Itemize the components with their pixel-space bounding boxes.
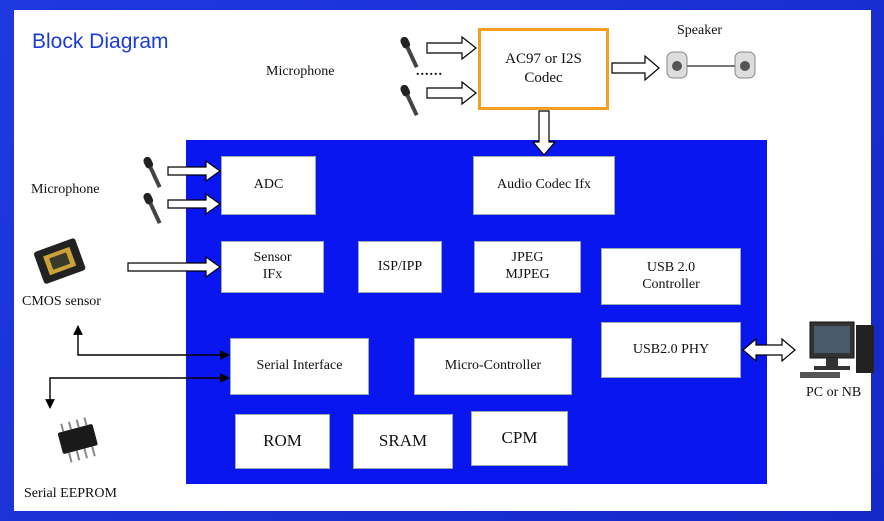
- cpm-block: CPM: [471, 411, 568, 466]
- microphone-icon: [143, 192, 162, 225]
- microphone-left-label: Microphone: [31, 182, 100, 197]
- codec-box: AC97 or I2S Codec: [478, 28, 609, 110]
- isp-ipp-label: ISP/IPP: [377, 258, 423, 274]
- diagram-title: Block Diagram: [32, 30, 169, 53]
- usb-controller-block: USB 2.0 Controller: [601, 248, 741, 305]
- sensor-ifx-block: Sensor IFx: [221, 241, 324, 293]
- mic-to-adc-arrow-1: [167, 159, 222, 183]
- rom-block: ROM: [235, 414, 330, 469]
- adc-block: ADC: [221, 156, 316, 215]
- audio-codec-ifx-label: Audio Codec Ifx: [496, 177, 592, 193]
- micro-controller-label: Micro-Controller: [444, 358, 542, 374]
- usb-phy-label: USB2.0 PHY: [632, 341, 710, 357]
- sensor-ifx-label-2: IFx: [262, 267, 283, 282]
- usb-phy-to-pc-arrow: [742, 337, 796, 363]
- mic-to-codec-arrow-2: [426, 80, 477, 106]
- mic-to-adc-arrow-2: [167, 192, 222, 216]
- sram-label: SRAM: [378, 431, 428, 451]
- jpeg-label-1: JPEG: [511, 250, 544, 266]
- cpm-label: CPM: [501, 428, 538, 448]
- usb-controller-label-1: USB 2.0: [646, 259, 696, 275]
- usb-phy-block: USB2.0 PHY: [601, 322, 741, 378]
- cmos-sensor-label: CMOS sensor: [22, 294, 101, 309]
- usb-controller-label-2: Controller: [642, 276, 700, 292]
- cmos-sensor-icon: [34, 238, 86, 284]
- speaker-label: Speaker: [677, 23, 723, 38]
- microphone-icon: [400, 84, 419, 117]
- isp-ipp-block: ISP/IPP: [358, 241, 442, 293]
- serial-interface-label: Serial Interface: [256, 358, 343, 374]
- mic-to-codec-arrow-1: [426, 35, 477, 61]
- microphone-top-label: Microphone: [266, 64, 335, 79]
- pc-computer-icon: [800, 321, 874, 378]
- eeprom-chip-icon: [57, 417, 98, 463]
- jpeg-label-2: MJPEG: [505, 267, 550, 282]
- sensor-ifx-label-1: Sensor: [253, 250, 292, 266]
- audio-codec-ifx-block: Audio Codec Ifx: [473, 156, 615, 215]
- serial-to-cmos-line: [73, 325, 230, 360]
- serial-eeprom-label: Serial EEPROM: [24, 486, 117, 501]
- microphones-ellipsis: ......: [416, 64, 443, 79]
- jpeg-block: JPEG MJPEG: [474, 241, 581, 293]
- adc-label: ADC: [253, 177, 284, 193]
- cmos-to-sensor-arrow: [127, 255, 222, 279]
- codec-label-line2: Codec: [524, 70, 563, 86]
- sram-block: SRAM: [353, 414, 453, 469]
- codec-to-audio-ifx-arrow: [531, 110, 557, 156]
- codec-label-line1: AC97 or I2S: [505, 51, 582, 68]
- serial-interface-block: Serial Interface: [230, 338, 369, 395]
- speaker-icon: [666, 51, 756, 79]
- microphone-icon: [143, 156, 162, 189]
- pc-or-nb-label: PC or NB: [806, 385, 862, 400]
- codec-to-speaker-arrow: [611, 54, 660, 82]
- microphone-icon: [400, 36, 419, 69]
- rom-label: ROM: [263, 431, 302, 451]
- micro-controller-block: Micro-Controller: [414, 338, 572, 395]
- serial-to-eeprom-line: [45, 373, 230, 409]
